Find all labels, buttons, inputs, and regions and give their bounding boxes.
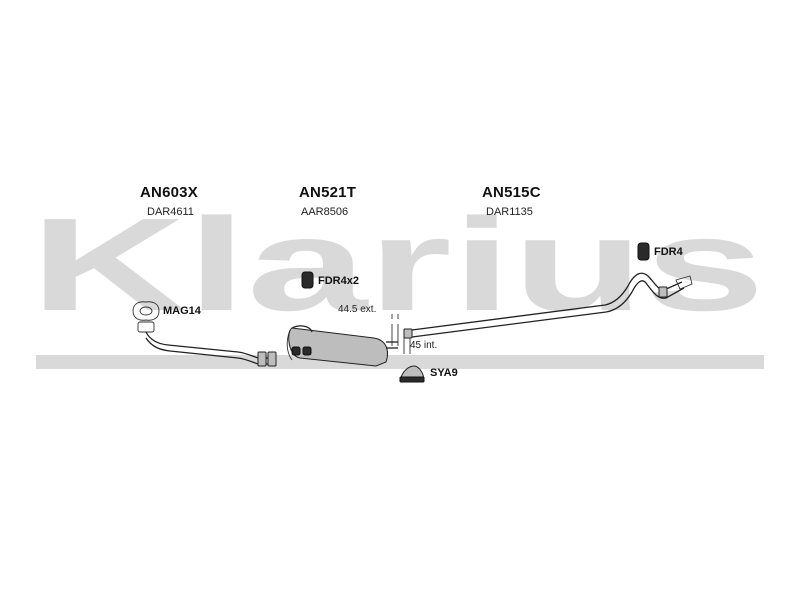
label-fdr4: FDR4 xyxy=(654,246,683,258)
rear-pipe-an515c xyxy=(403,272,693,339)
middle-silencer-an521t xyxy=(286,325,398,367)
fdr4-mount-icon xyxy=(637,242,650,261)
label-fdr4x2: FDR4x2 xyxy=(318,275,359,287)
watermark-logo-text: Klarius xyxy=(30,191,765,338)
fdr4x2-mount-icon xyxy=(301,271,314,289)
part-ref-aar8506: AAR8506 xyxy=(301,206,349,218)
front-pipe-an603x xyxy=(137,321,277,367)
part-code-an603x: AN603X xyxy=(140,184,198,201)
label-int-dimension: 45 int. xyxy=(410,340,438,351)
sya9-clamp-icon xyxy=(399,365,425,383)
part-ref-dar1135: DAR1135 xyxy=(486,206,533,218)
label-sya9: SYA9 xyxy=(430,367,458,379)
part-code-an521t: AN521T xyxy=(299,184,357,201)
part-ref-dar4611: DAR4611 xyxy=(147,206,194,218)
part-code-an515c: AN515C xyxy=(482,184,541,201)
label-mag14: MAG14 xyxy=(163,305,201,317)
mag14-gasket-icon xyxy=(132,301,160,321)
label-ext-dimension: 44.5 ext. xyxy=(338,304,377,315)
watermark-underline xyxy=(36,355,764,369)
